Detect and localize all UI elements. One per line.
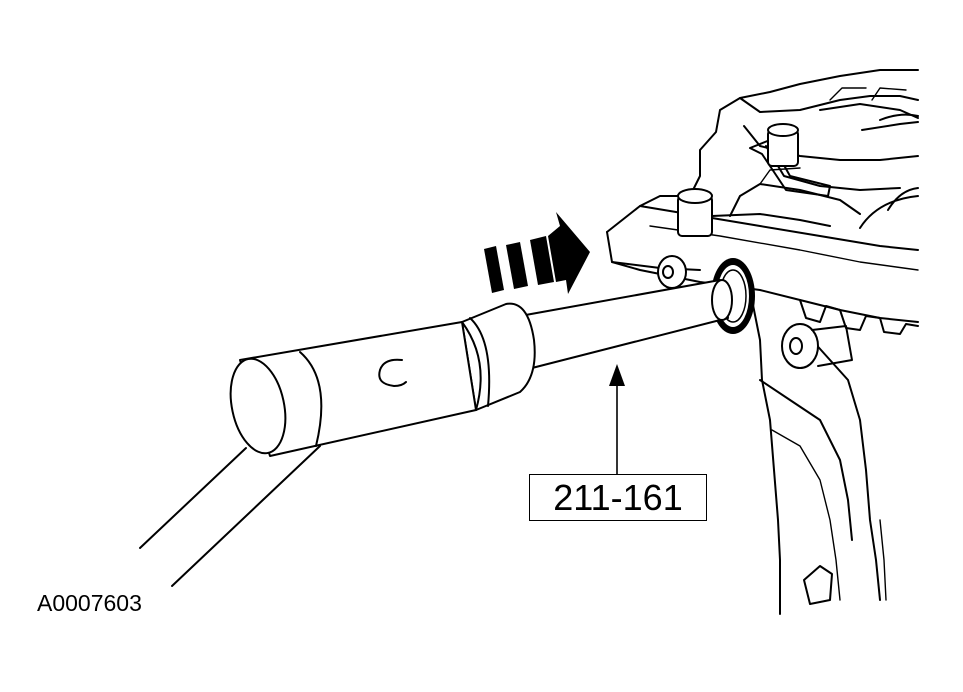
- tool-number-text: 211-161: [553, 476, 683, 518]
- figure-id-label: A0007603: [37, 590, 142, 616]
- housing-casting: [606, 69, 919, 615]
- callout-arrow-icon: [609, 364, 625, 474]
- tool-number-label: 211-161: [529, 474, 707, 521]
- install-direction-arrow-icon: [484, 212, 590, 294]
- leader-lines: [139, 445, 321, 587]
- seal-installer-tool: [229, 279, 733, 457]
